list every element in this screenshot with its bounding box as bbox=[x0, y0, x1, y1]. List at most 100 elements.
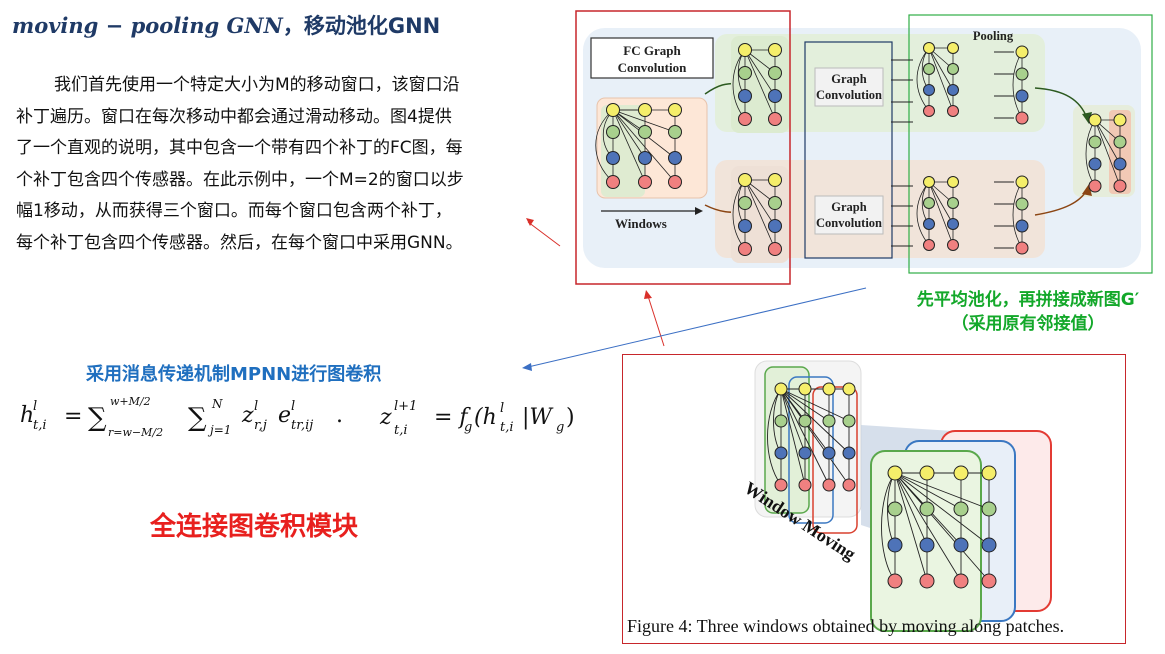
fig4-node bbox=[887, 537, 903, 553]
figure-4-illustration: Window Moving bbox=[741, 360, 1052, 632]
fig4-node bbox=[798, 446, 812, 460]
pooled-node bbox=[1015, 197, 1029, 211]
fig4-node bbox=[822, 478, 836, 492]
formula-z: z bbox=[241, 403, 254, 428]
input-graph-nodes bbox=[606, 103, 682, 189]
paragraph-line-3: 了一个直观的说明，其中包含一个带有四个补丁的FC图，每 bbox=[16, 138, 463, 158]
graph-node bbox=[947, 105, 959, 117]
fc-graph-label-box bbox=[590, 37, 714, 79]
graph-node bbox=[768, 173, 782, 187]
pooled-graph-top bbox=[994, 45, 1029, 125]
pooling-note: 先平均池化，再拼接成新图G′ （采用原有邻接值） bbox=[893, 288, 1163, 336]
graph-node bbox=[923, 239, 935, 251]
formula-sum1-upper: w+M/2 bbox=[110, 395, 151, 408]
pooling-label: Pooling bbox=[973, 29, 1014, 43]
graph-node bbox=[768, 242, 782, 256]
pooled-node bbox=[1015, 67, 1029, 81]
fig4-right-graph bbox=[881, 465, 997, 589]
graph-node bbox=[923, 42, 935, 54]
fig4-node bbox=[822, 446, 836, 460]
fig4-node bbox=[822, 382, 836, 396]
fc-graph-label-1: FC Graph bbox=[623, 43, 681, 58]
fig4-node bbox=[842, 414, 856, 428]
gc-top-arrows bbox=[891, 59, 913, 123]
gc-bottom-arrows bbox=[891, 185, 913, 247]
graph-node bbox=[923, 197, 935, 209]
formula-z-sub: r,j bbox=[254, 418, 267, 433]
fig4-node bbox=[953, 573, 969, 589]
pooled-node bbox=[1015, 45, 1029, 59]
window-graph-bottom bbox=[731, 166, 959, 263]
output-graph-nodes bbox=[1088, 113, 1127, 193]
graph-conv-bottom-label-2: Convolution bbox=[816, 216, 882, 230]
formula-rhs-w-sub: g bbox=[556, 420, 564, 435]
paragraph-line-6: 每个补丁包含四个传感器。然后，在每个窗口中采用GNN。 bbox=[16, 232, 463, 253]
formula-e-sub: tr,ij bbox=[291, 418, 313, 433]
pooled-node bbox=[1015, 219, 1029, 233]
formula-rhs-f: = f bbox=[434, 405, 471, 430]
formula-sum-2: ∑ bbox=[188, 403, 207, 433]
pooled-graph-bottom bbox=[994, 175, 1029, 255]
graph-node bbox=[947, 218, 959, 230]
fig4-node bbox=[842, 446, 856, 460]
fig4-node bbox=[798, 382, 812, 396]
fig4-caption: Figure 4: Three windows obtained by movi… bbox=[627, 616, 1065, 636]
graph-node bbox=[947, 84, 959, 96]
graph-node bbox=[947, 197, 959, 209]
fig4-node bbox=[953, 537, 969, 553]
paragraph-line-4: 个补丁包含四个传感器。在此示例中，一个M=2的窗口以步 bbox=[16, 169, 464, 190]
graph-node bbox=[738, 43, 752, 57]
graph-node bbox=[738, 219, 752, 233]
fig4-node bbox=[887, 573, 903, 589]
formula-e-sup: l bbox=[291, 399, 295, 414]
graph-conv-top-label-1: Graph bbox=[831, 72, 866, 86]
fig4-node bbox=[919, 465, 935, 481]
windows-label: Windows bbox=[615, 216, 667, 231]
architecture-diagram: FC Graph Convolution Windows Graph Convo… bbox=[575, 10, 1153, 285]
graph-node bbox=[947, 176, 959, 188]
window-graph-top bbox=[731, 36, 959, 133]
fig4-node bbox=[798, 414, 812, 428]
paragraph-line-1: 我们首先使用一个特定大小为M的移动窗口，该窗口沿 bbox=[54, 75, 460, 95]
graph-node bbox=[923, 84, 935, 96]
graph-node bbox=[768, 219, 782, 233]
pooling-box bbox=[908, 14, 1153, 274]
graph-node bbox=[768, 196, 782, 210]
formula-rhs-h-sup: l bbox=[500, 401, 504, 416]
formula-rhs-h-sub: t,i bbox=[500, 420, 514, 435]
title-math: moving − pooling GNN bbox=[12, 13, 283, 38]
fig4-node bbox=[919, 573, 935, 589]
fig4-node bbox=[887, 465, 903, 481]
paragraph-line-2: 补丁遍历。窗口在每次移动中都会通过滑动移动。图4提供 bbox=[16, 106, 452, 127]
pooled-node bbox=[1015, 175, 1029, 189]
fig4-node bbox=[887, 501, 903, 517]
fc-module-box bbox=[575, 10, 791, 285]
merge-arrow-top bbox=[1034, 87, 1088, 119]
fig4-node bbox=[774, 382, 788, 396]
pooling-note-line-2: （采用原有邻接值） bbox=[951, 314, 1105, 334]
formula-sum2-upper: N bbox=[211, 397, 223, 411]
formula-z-lhs-sup: l+1 bbox=[394, 399, 417, 414]
graph-node bbox=[738, 173, 752, 187]
formula-dot: . bbox=[336, 403, 343, 428]
formula-eq: = bbox=[64, 404, 82, 429]
formula-e: e bbox=[278, 403, 291, 428]
fig4-node bbox=[953, 465, 969, 481]
window-graph-edges bbox=[916, 47, 954, 112]
arrow-to-diagram bbox=[647, 295, 665, 347]
formula-rhs-h: (h bbox=[474, 405, 497, 430]
graph-conv-top-box bbox=[814, 67, 884, 107]
graph-node bbox=[768, 112, 782, 126]
fig4-node bbox=[981, 501, 997, 517]
graph-node bbox=[923, 105, 935, 117]
description-paragraph: 我们首先使用一个特定大小为M的移动窗口，该窗口沿 补丁遍历。窗口在每次移动中都会… bbox=[16, 70, 546, 259]
graph-node bbox=[738, 89, 752, 103]
fig4-node bbox=[774, 478, 788, 492]
formula-rhs-f-sub: g bbox=[464, 420, 472, 435]
title-rest: ，移动池化GNN bbox=[282, 14, 441, 38]
graph-node bbox=[947, 42, 959, 54]
fig4-node bbox=[953, 501, 969, 517]
pooled-node bbox=[1015, 89, 1029, 103]
formula-h-sub: t,i bbox=[33, 418, 47, 433]
graph-node bbox=[738, 196, 752, 210]
